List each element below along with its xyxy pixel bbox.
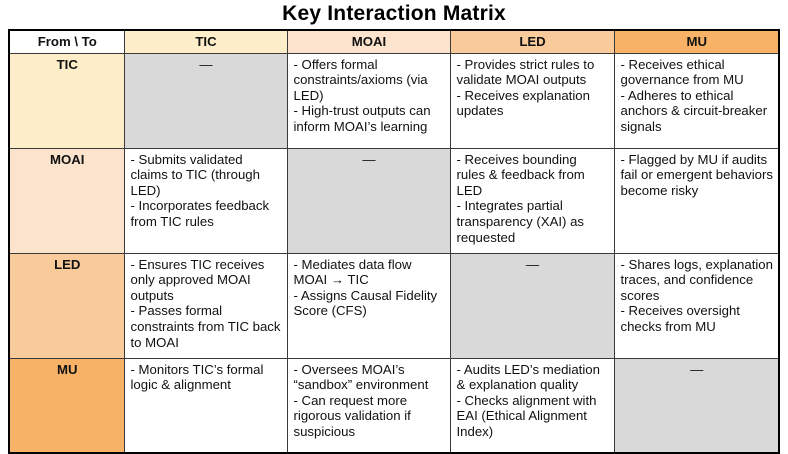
cell-moai-mu: - Flagged by MU if audits fail or emerge…	[613, 147, 780, 254]
cell-text: - Receives ethical governance from MU - …	[620, 56, 768, 134]
header-corner-from-to: From \ To	[8, 29, 125, 54]
cell-led-mu: - Shares logs, explanation traces, and c…	[613, 252, 780, 359]
cell-led-led: —	[449, 252, 615, 359]
cell-text: - Receives bounding rules & feedback fro…	[456, 151, 585, 245]
cell-mu-led: - Audits LED’s mediation & explanation q…	[449, 357, 615, 454]
diagonal-dash: —	[199, 56, 213, 72]
cell-text: - Oversees MOAI’s “sandbox” environment …	[293, 361, 429, 439]
column-header-tic: TIC	[123, 29, 288, 54]
table-row-mu: MU - Monitors TIC’s formal logic & align…	[8, 357, 780, 454]
row-header-led: LED	[8, 252, 125, 359]
cell-text: - Submits validated claims to TIC (throu…	[130, 151, 270, 229]
cell-text: - Shares logs, explanation traces, and c…	[620, 256, 773, 334]
table-row-tic: TIC — - Offers formal constraints/axioms…	[8, 52, 780, 149]
cell-tic-tic: —	[123, 52, 288, 149]
header-row: From \ To TIC MOAI LED MU	[8, 29, 780, 54]
cell-text: - Audits LED’s mediation & explanation q…	[456, 361, 600, 439]
cell-mu-moai: - Oversees MOAI’s “sandbox” environment …	[286, 357, 451, 454]
cell-moai-moai: —	[286, 147, 451, 254]
column-header-moai: MOAI	[286, 29, 451, 54]
table-row-moai: MOAI - Submits validated claims to TIC (…	[8, 147, 780, 254]
cell-moai-tic: - Submits validated claims to TIC (throu…	[123, 147, 288, 254]
cell-led-moai: - Mediates data flow MOAI → TIC - Assign…	[286, 252, 451, 359]
table-body: TIC — - Offers formal constraints/axioms…	[8, 52, 780, 454]
cell-led-tic: - Ensures TIC receives only approved MOA…	[123, 252, 288, 359]
cell-text: - Ensures TIC receives only approved MOA…	[130, 256, 281, 350]
row-header-moai: MOAI	[8, 147, 125, 254]
column-header-mu: MU	[613, 29, 780, 54]
cell-mu-mu: —	[613, 357, 780, 454]
diagonal-dash: —	[362, 151, 376, 167]
table-row-led: LED - Ensures TIC receives only approved…	[8, 252, 780, 359]
row-header-mu: MU	[8, 357, 125, 454]
cell-tic-mu: - Receives ethical governance from MU - …	[613, 52, 780, 149]
row-header-tic: TIC	[8, 52, 125, 149]
key-interaction-matrix-table: From \ To TIC MOAI LED MU TIC — - Offers…	[8, 29, 780, 454]
cell-text: - Monitors TIC’s formal logic & alignmen…	[130, 361, 264, 393]
cell-text: - Offers formal constraints/axioms (via …	[293, 56, 431, 134]
cell-text: - Mediates data flow MOAI → TIC - Assign…	[293, 256, 438, 319]
diagonal-dash: —	[525, 256, 540, 272]
page-title: Key Interaction Matrix	[282, 2, 506, 25]
cell-tic-led: - Provides strict rules to validate MOAI…	[449, 52, 615, 149]
cell-text: - Flagged by MU if audits fail or emerge…	[620, 151, 773, 198]
column-header-led: LED	[449, 29, 615, 54]
table-header: From \ To TIC MOAI LED MU	[8, 29, 780, 54]
cell-moai-led: - Receives bounding rules & feedback fro…	[449, 147, 615, 254]
diagonal-dash: —	[690, 361, 704, 377]
cell-text: - Provides strict rules to validate MOAI…	[456, 56, 595, 119]
cell-tic-moai: - Offers formal constraints/axioms (via …	[286, 52, 451, 149]
cell-mu-tic: - Monitors TIC’s formal logic & alignmen…	[123, 357, 288, 454]
